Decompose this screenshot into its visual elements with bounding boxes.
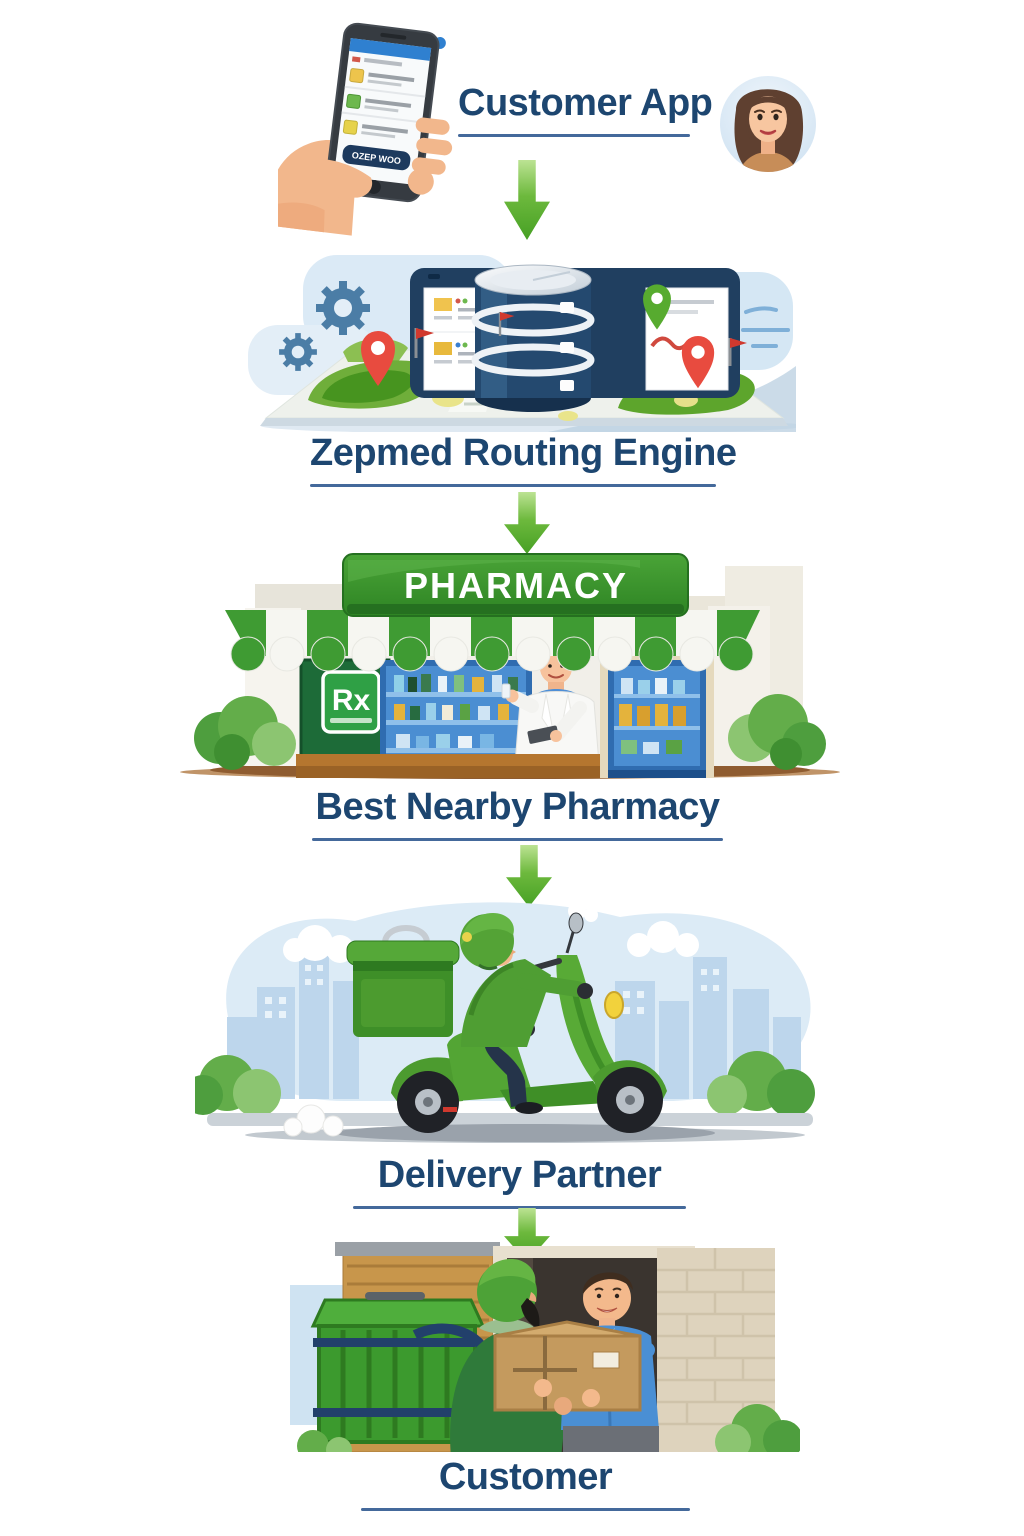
flow-arrow-down: [504, 492, 550, 554]
delivery-underline: [353, 1205, 686, 1209]
pharmacy-sign: PHARMACY: [342, 553, 689, 617]
hand-holding-phone-icon: OZEP WOO: [278, 22, 453, 236]
smoke-icon: [283, 1104, 344, 1137]
map-flag-icon: [414, 312, 747, 366]
section-pharmacy: Best Nearby Pharmacy: [312, 786, 723, 841]
bush-icon: [195, 1051, 815, 1117]
section-routing: Zepmed Routing Engine: [310, 432, 737, 487]
smartphone-icon: OZEP WOO: [325, 22, 446, 203]
wheel-icon: [397, 1067, 663, 1133]
pharmacy-sign-label: PHARMACY: [404, 565, 628, 606]
delivery-scooter-icon: [195, 902, 815, 1143]
customer-app-title: Customer App: [458, 82, 713, 124]
customer-underline: [361, 1507, 690, 1511]
package-handoff-icon: [255, 1242, 800, 1458]
map-pin-icon-red: [361, 331, 715, 389]
section-customer-app: Customer App: [458, 82, 713, 137]
bush-icon: [194, 694, 826, 770]
section-customer: Customer: [361, 1456, 690, 1511]
counter: [296, 754, 614, 778]
bush-icon: [297, 1404, 800, 1458]
pharmacy-title: Best Nearby Pharmacy: [315, 786, 721, 828]
delivery-title: Delivery Partner: [377, 1154, 662, 1196]
pharmacy-underline: [312, 837, 723, 841]
medicine-display-case: [600, 652, 714, 778]
routing-title: Zepmed Routing Engine: [310, 432, 737, 474]
rx-sign: Rx: [299, 658, 391, 763]
customer-app-underline: [458, 133, 690, 137]
map-pin-icon-green: [643, 284, 671, 330]
delivery-box-icon: [346, 925, 460, 1037]
flow-arrow-down: [504, 160, 550, 240]
delivery-person: [310, 1259, 594, 1458]
route-dash-icon: [741, 306, 790, 348]
medicine-shelves: [380, 660, 532, 761]
package-box-icon: [493, 1320, 642, 1415]
routing-engine-illustration: [248, 255, 796, 432]
rx-label: Rx: [332, 684, 371, 717]
hand-fingers: [286, 117, 453, 198]
routing-underline: [310, 483, 716, 487]
woman-avatar-icon: [720, 76, 816, 172]
database-icon: [471, 264, 595, 412]
awning: [225, 610, 760, 672]
pharmacy-storefront-icon: Rx: [180, 553, 840, 779]
rider: [460, 913, 593, 1114]
customer-title: Customer: [438, 1456, 613, 1498]
section-delivery: Delivery Partner: [353, 1154, 686, 1209]
